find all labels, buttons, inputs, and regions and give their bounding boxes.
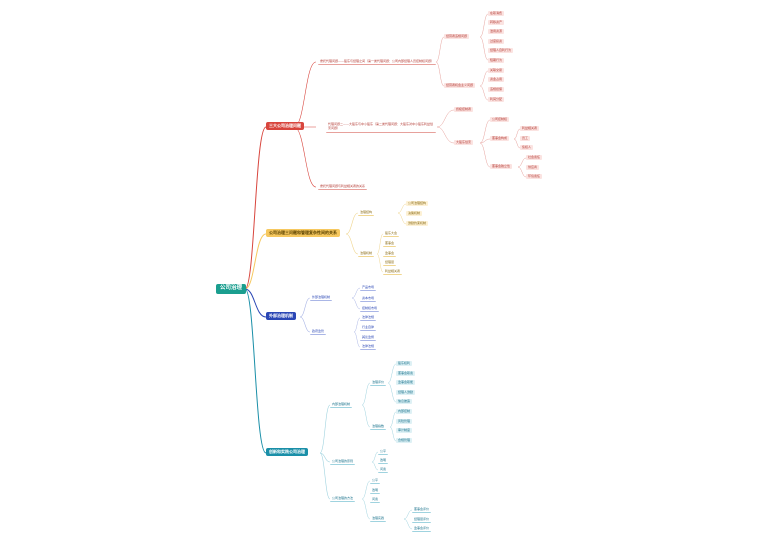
red-leaf[interactable]: 环境责任 bbox=[526, 174, 543, 180]
yellow-item-1[interactable]: 治理结构 bbox=[358, 210, 375, 217]
red-item-3[interactable]: 委托代理问题与利益相关者的关系 bbox=[318, 184, 368, 191]
teal-item-1[interactable]: 内部治理机制 bbox=[330, 402, 353, 409]
blue-leaf[interactable]: 控制权市场 bbox=[360, 306, 380, 313]
red-leaf[interactable]: 利益相关者 bbox=[520, 126, 540, 132]
teal-leaf[interactable]: 股东权利 bbox=[396, 361, 413, 367]
blue-leaf[interactable]: 舆论监督 bbox=[360, 335, 377, 342]
teal-item-2[interactable]: 公司治理的原则 bbox=[330, 459, 356, 466]
yellow-item-2[interactable]: 治理机制 bbox=[358, 251, 375, 258]
teal-leaf[interactable]: 董事会评价 bbox=[412, 507, 432, 514]
red-leaf[interactable]: 在职消费 bbox=[488, 11, 505, 17]
red-leaf[interactable]: 资金占用 bbox=[488, 77, 505, 83]
branch-yellow[interactable]: 公司治理三问题和管理复杂性间的关系 bbox=[266, 229, 340, 237]
blue-leaf[interactable]: 资本市场 bbox=[360, 296, 377, 303]
yellow-leaf[interactable]: 董事会 bbox=[383, 241, 397, 248]
yellow-leaf[interactable]: 监事会 bbox=[383, 251, 397, 258]
teal-leaf[interactable]: 内部控制 bbox=[396, 409, 413, 415]
red-leaf[interactable]: 员工 bbox=[520, 136, 531, 142]
branch-blue[interactable]: 外部治理机制 bbox=[266, 312, 296, 320]
red-sub2-b[interactable]: 大股东侵害 bbox=[454, 140, 474, 146]
teal-leaf[interactable]: 合规管理 bbox=[396, 438, 413, 444]
teal-sub[interactable]: 治理实践 bbox=[370, 516, 387, 523]
teal-leaf[interactable]: 问责 bbox=[370, 497, 381, 504]
red-leaf[interactable]: 违规担保 bbox=[488, 87, 505, 93]
branch-teal[interactable]: 创新和实践公司治理 bbox=[266, 448, 308, 456]
root-topic[interactable]: 公司治理 bbox=[216, 284, 247, 294]
red-leaf[interactable]: 滥用资源 bbox=[488, 29, 505, 35]
teal-item-3[interactable]: 公司治理的方法 bbox=[330, 496, 356, 503]
red-leaf[interactable]: 经理人自利行为 bbox=[488, 48, 514, 54]
teal-leaf[interactable]: 公平 bbox=[378, 449, 389, 456]
teal-leaf[interactable]: 监事会评价 bbox=[412, 526, 432, 533]
yellow-leaf[interactable]: 激励约束机制 bbox=[406, 221, 429, 227]
teal-leaf[interactable]: 经理人激励 bbox=[396, 390, 416, 396]
teal-leaf[interactable]: 信息披露 bbox=[396, 399, 413, 405]
red-leaf[interactable]: 关联交易 bbox=[488, 68, 505, 74]
red-leaf[interactable]: 董事会构成 bbox=[490, 136, 510, 142]
red-leaf[interactable]: 短期行为 bbox=[488, 58, 505, 64]
red-leaf[interactable]: 过度投资 bbox=[488, 39, 505, 45]
teal-leaf[interactable]: 风险管理 bbox=[396, 419, 413, 425]
teal-leaf[interactable]: 审计制度 bbox=[396, 428, 413, 434]
blue-item-2[interactable]: 政府监管 bbox=[310, 329, 327, 336]
red-leaf[interactable]: 供应商 bbox=[526, 165, 540, 171]
teal-sub[interactable]: 治理指数 bbox=[370, 424, 387, 431]
blue-leaf[interactable]: 法律法规 bbox=[360, 315, 377, 322]
teal-leaf[interactable]: 董事会职责 bbox=[396, 371, 416, 377]
red-leaf[interactable]: 转移资产 bbox=[488, 20, 505, 26]
teal-leaf[interactable]: 透明 bbox=[370, 488, 381, 495]
red-leaf[interactable]: 社会责任 bbox=[526, 155, 543, 161]
branch-red[interactable]: 三大公司治理问题 bbox=[266, 122, 304, 130]
teal-leaf[interactable]: 透明 bbox=[378, 458, 389, 465]
red-item-1[interactable]: 委托代理问题——股东与经理之间（第一类代理问题：公司内部经理人员控制权问题） bbox=[318, 59, 437, 66]
red-leaf[interactable]: 利润分配 bbox=[488, 97, 505, 103]
teal-leaf[interactable]: 经理层评价 bbox=[412, 517, 432, 524]
yellow-leaf[interactable]: 经理层 bbox=[383, 260, 397, 267]
red-item-2[interactable]: 代理问题二——大股东与中小股东（第二类代理问题：大股东对中小股东利益侵害问题） bbox=[326, 122, 436, 134]
red-leaf[interactable]: 债权人 bbox=[520, 145, 534, 151]
blue-leaf[interactable]: 行业自律 bbox=[360, 325, 377, 332]
teal-leaf[interactable]: 问责 bbox=[378, 467, 389, 474]
yellow-leaf[interactable]: 股东大会 bbox=[383, 231, 400, 238]
blue-leaf[interactable]: 产品市场 bbox=[360, 285, 377, 292]
yellow-leaf[interactable]: 利益相关者 bbox=[383, 269, 403, 276]
red-leaf[interactable]: 公司控制权 bbox=[490, 117, 510, 123]
red-sub1-b[interactable]: 经营者机会主义问题 bbox=[444, 83, 476, 89]
yellow-leaf[interactable]: 公司治理结构 bbox=[406, 201, 429, 207]
teal-leaf[interactable]: 公平 bbox=[370, 478, 381, 485]
red-leaf[interactable]: 董事会独立性 bbox=[490, 164, 513, 170]
teal-leaf[interactable]: 监事会职能 bbox=[396, 380, 416, 386]
blue-leaf[interactable]: 法律法规 bbox=[360, 344, 377, 351]
blue-item-1[interactable]: 外部治理机制 bbox=[310, 295, 333, 302]
yellow-leaf[interactable]: 决策机制 bbox=[406, 211, 423, 217]
red-sub1-a[interactable]: 经营者违规问题 bbox=[444, 34, 470, 40]
teal-sub[interactable]: 治理评价 bbox=[370, 380, 387, 387]
red-sub2-a[interactable]: 终极控制者 bbox=[454, 107, 474, 113]
